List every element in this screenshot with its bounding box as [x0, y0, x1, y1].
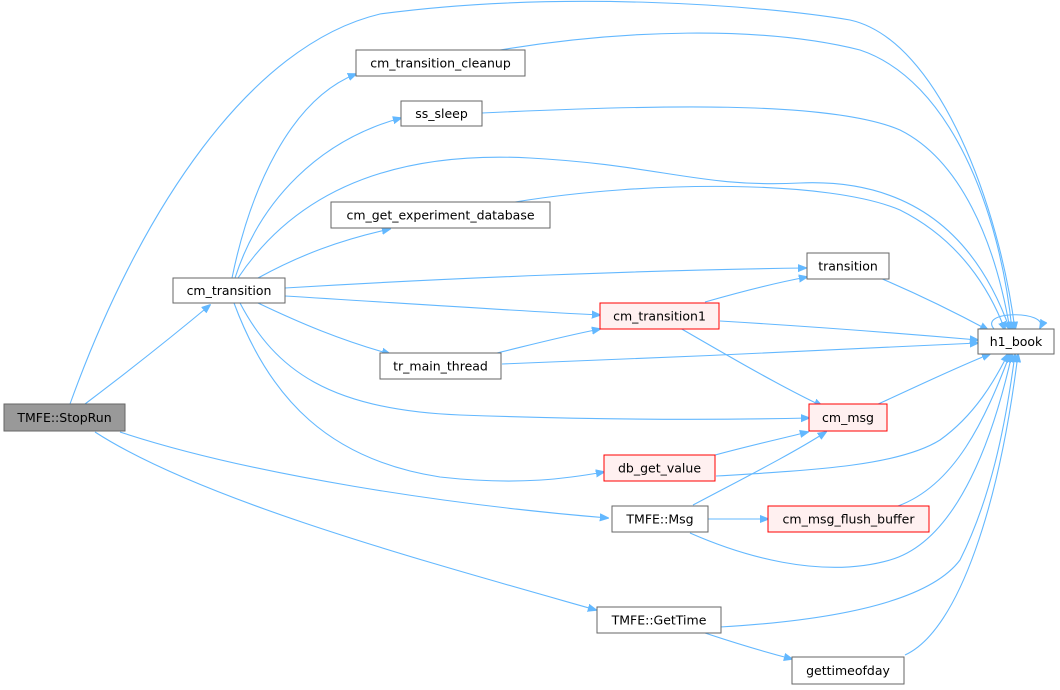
edge-db_get-h1_book — [715, 354, 1008, 477]
edge-db_get-cm_msg — [707, 432, 808, 458]
edge-msg-cm_msg — [692, 432, 826, 506]
edge-cleanup-h1_book — [499, 32, 1012, 330]
node-label: TMFE::GetTime — [611, 613, 707, 628]
node-label: ss_sleep — [415, 106, 468, 121]
edge-cm_msg-h1_book — [875, 354, 990, 406]
node-label: tr_main_thread — [393, 359, 488, 374]
node-tr-main-thread[interactable]: tr_main_thread — [379, 352, 502, 380]
edge-flush-h1_book — [897, 354, 1010, 507]
edge-cm_transition-cleanup — [231, 74, 356, 279]
node-cm-transition-cleanup[interactable]: cm_transition_cleanup — [355, 49, 526, 77]
nodes: TMFE::StopRun cm_transition cm_transitio… — [3, 49, 1055, 685]
edge-stoprun-gettime — [94, 431, 596, 610]
edge-cm_transition-trans1 — [284, 295, 600, 315]
node-tmfe-gettime[interactable]: TMFE::GetTime — [596, 606, 722, 634]
edge-gettime-gettimeofday — [704, 632, 792, 659]
edge-trans1-h1_book — [719, 320, 978, 340]
node-transition[interactable]: transition — [806, 252, 890, 280]
node-label: cm_get_experiment_database — [346, 208, 534, 223]
edge-tr_main-trans1 — [496, 329, 600, 354]
node-cm-get-experiment-database[interactable]: cm_get_experiment_database — [330, 201, 551, 229]
node-label: gettimeofday — [806, 663, 890, 678]
node-label: transition — [818, 259, 878, 274]
edges — [69, 0, 1041, 659]
node-ss-sleep[interactable]: ss_sleep — [400, 100, 483, 127]
node-label: h1_book — [990, 334, 1043, 349]
edge-msg-h1_book — [689, 354, 1012, 568]
node-cm-msg[interactable]: cm_msg — [808, 403, 888, 432]
edge-get_expdb-h1_book — [514, 185, 1005, 330]
node-gettimeofday[interactable]: gettimeofday — [791, 656, 905, 685]
edge-stoprun-cm_transition — [84, 305, 210, 405]
node-cm-transition[interactable]: cm_transition — [172, 277, 286, 304]
node-label: cm_transition1 — [613, 309, 706, 324]
edge-cm_transition-get_expdb — [257, 229, 390, 279]
edge-gettimeofday-h1_book — [904, 354, 1018, 656]
edge-ss_sleep-h1_book — [481, 106, 1010, 330]
edge-tr_main-h1_book — [501, 343, 978, 365]
edge-cm_transition-db_get — [233, 302, 604, 482]
node-label: TMFE::StopRun — [16, 410, 111, 425]
edge-h1_book-h1_book — [991, 314, 1041, 331]
node-label: db_get_value — [618, 461, 701, 476]
edge-trans1-cm_msg — [679, 327, 822, 406]
edge-stoprun-msg — [119, 431, 608, 518]
node-cm-transition1[interactable]: cm_transition1 — [599, 302, 720, 330]
node-h1-book[interactable]: h1_book — [977, 328, 1055, 355]
edge-cm_transition-ss_sleep — [234, 118, 401, 279]
node-tmfe-msg[interactable]: TMFE::Msg — [611, 505, 709, 533]
edge-cm_transition-tr_main — [257, 302, 390, 354]
node-label: cm_transition_cleanup — [370, 56, 511, 71]
edge-transition-h1_book — [879, 277, 988, 330]
edge-stoprun-h1_book — [69, 0, 1015, 405]
node-label: cm_msg_flush_buffer — [783, 512, 916, 527]
edge-cm_transition-h1_book — [237, 156, 1010, 330]
node-label: cm_msg — [822, 410, 874, 425]
edge-gettime-h1_book — [719, 354, 1015, 628]
node-label: cm_transition — [187, 283, 272, 298]
node-cm-msg-flush-buffer[interactable]: cm_msg_flush_buffer — [767, 505, 930, 533]
edge-cm_transition-cm_msg — [239, 302, 809, 419]
node-db-get-value[interactable]: db_get_value — [603, 454, 716, 482]
node-tmfe-stoprun[interactable]: TMFE::StopRun — [3, 403, 126, 432]
edge-cm_transition-transition — [284, 268, 806, 289]
node-label: TMFE::Msg — [625, 512, 693, 527]
edge-trans1-transition — [704, 277, 807, 303]
